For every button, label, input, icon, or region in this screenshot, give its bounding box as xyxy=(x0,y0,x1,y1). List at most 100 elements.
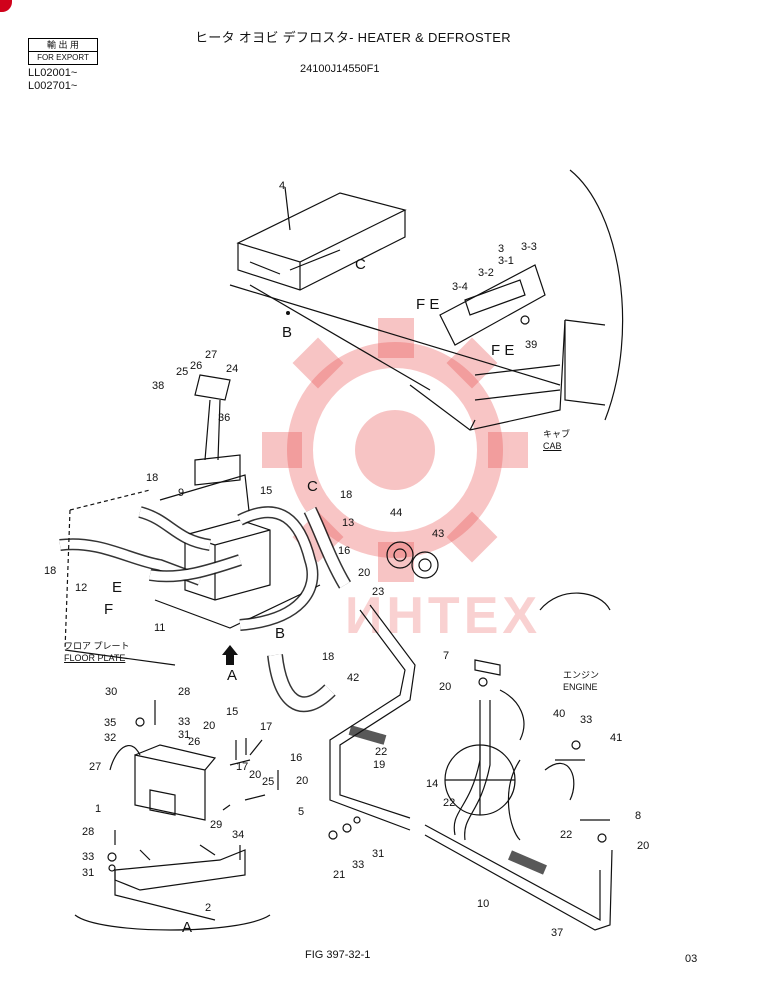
callout: 43 xyxy=(432,528,445,540)
callout: 12 xyxy=(75,582,88,594)
callout: 1 xyxy=(95,803,102,815)
callout: 10 xyxy=(477,898,490,910)
label-f-1: F xyxy=(104,601,114,618)
callout: 27 xyxy=(205,349,218,361)
callout: 38 xyxy=(152,380,165,392)
callout: 31 xyxy=(82,867,95,879)
view-a-bottom: A xyxy=(182,919,193,936)
callout: 27 xyxy=(89,761,102,773)
callout: 17 xyxy=(236,761,249,773)
callout: 24 xyxy=(226,363,239,375)
callout: 25 xyxy=(176,366,189,378)
callout: 18 xyxy=(340,489,353,501)
callout: 22 xyxy=(375,746,388,758)
callout: 31 xyxy=(178,729,191,741)
view-c-mid: C xyxy=(307,478,318,495)
callout: 14 xyxy=(426,778,439,790)
callout: 22 xyxy=(560,829,573,841)
serial-range-1: LL02001~ xyxy=(28,67,78,79)
callout: 33 xyxy=(352,859,365,871)
floor-jp: フロア プレート xyxy=(64,641,130,651)
callout: 28 xyxy=(178,686,191,698)
callout: 16 xyxy=(338,545,351,557)
export-jp: 輸 出 用 xyxy=(29,39,97,52)
callout: 11 xyxy=(154,622,166,634)
callout: 22 xyxy=(443,797,456,809)
callout: 9 xyxy=(178,487,185,499)
callout: 7 xyxy=(443,650,450,662)
callout: 16 xyxy=(290,752,303,764)
callout: 32 xyxy=(104,732,117,744)
callout: 33 xyxy=(82,851,95,863)
callout: 3-1 xyxy=(498,255,514,267)
callout: 15 xyxy=(226,706,239,718)
switch-box xyxy=(194,454,241,486)
callout: 26 xyxy=(188,736,201,748)
callout: 35 xyxy=(104,717,117,729)
callout: 20 xyxy=(249,769,262,781)
part-code: 24100J14550F1 xyxy=(300,63,380,75)
callout: 20 xyxy=(637,840,650,852)
callout: 26 xyxy=(190,360,203,372)
view-c-top: C xyxy=(355,256,366,273)
engine-en: ENGINE xyxy=(563,682,598,692)
page-number: 03 xyxy=(685,953,698,965)
callout: 25 xyxy=(262,776,275,788)
engine-jp: エンジン xyxy=(563,670,600,680)
label-e-1: E xyxy=(112,579,123,596)
callout: 17 xyxy=(260,721,273,733)
corner-marker xyxy=(0,0,12,12)
callout: 42 xyxy=(347,672,360,684)
callout: 2 xyxy=(205,902,212,914)
view-b-mid: B xyxy=(275,625,286,642)
callout: 3 xyxy=(498,243,505,255)
callout: 20 xyxy=(439,681,452,693)
callout: 19 xyxy=(373,759,386,771)
view-b-top: B xyxy=(282,324,293,341)
diagram-title: ヒータ オヨビ デフロスタ- HEATER & DEFROSTER xyxy=(195,30,511,45)
callout: 33 xyxy=(580,714,593,726)
serial-range-2: L002701~ xyxy=(28,80,78,92)
callout: 15 xyxy=(260,485,273,497)
callout: 18 xyxy=(146,472,159,484)
callout: 20 xyxy=(203,720,216,732)
export-en: FOR EXPORT xyxy=(37,53,89,62)
figure-number: FIG 397-32-1 xyxy=(305,949,371,961)
callout: 39 xyxy=(525,339,538,351)
callout: 23 xyxy=(372,586,385,598)
callout: 33 xyxy=(178,716,191,728)
view-a-arrow: A xyxy=(227,667,238,684)
callout: 34 xyxy=(232,829,245,841)
callout: 13 xyxy=(342,517,355,529)
view-arrow-icon xyxy=(222,645,238,665)
callout: 20 xyxy=(358,567,371,579)
callout: 5 xyxy=(298,806,305,818)
callout: 8 xyxy=(635,810,642,822)
callout: 18 xyxy=(322,651,335,663)
callout: 29 xyxy=(210,819,223,831)
label-fe-top: F E xyxy=(416,296,440,313)
callout: 36 xyxy=(218,412,231,424)
defroster-panel xyxy=(439,264,546,346)
callout: 4 xyxy=(279,180,286,192)
cab-jp: キャブ xyxy=(543,429,571,439)
callout: 3-3 xyxy=(521,241,537,253)
callout: 20 xyxy=(296,775,309,787)
callout: 3-4 xyxy=(452,281,468,293)
callout: 44 xyxy=(390,507,403,519)
export-box: 輸 出 用 FOR EXPORT xyxy=(28,38,98,65)
floor-en: FLOOR PLATE xyxy=(64,653,126,663)
callout: 37 xyxy=(551,927,564,939)
callout: 28 xyxy=(82,826,95,838)
callout: 18 xyxy=(44,565,57,577)
callout: 21 xyxy=(333,869,346,881)
label-fe-bottom: F E xyxy=(491,342,515,359)
callout: 31 xyxy=(372,848,385,860)
callout: 41 xyxy=(610,732,623,744)
callout: 3-2 xyxy=(478,267,494,279)
callout: 40 xyxy=(553,708,566,720)
cab-en: CAB xyxy=(543,441,562,451)
callout: 30 xyxy=(105,686,118,698)
